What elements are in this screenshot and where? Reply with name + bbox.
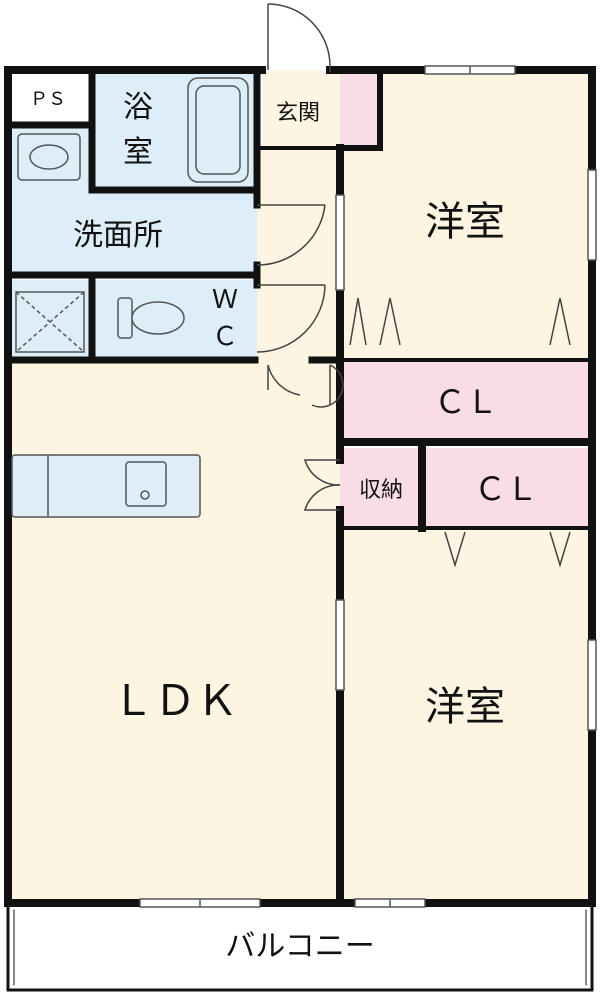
shoe-closet-fill bbox=[340, 70, 380, 148]
floor-fills bbox=[10, 70, 590, 987]
window-right-lower bbox=[587, 639, 597, 731]
sink-icon bbox=[125, 461, 167, 507]
closet-mid-fill bbox=[425, 448, 590, 528]
closet-mid-label: ＣＬ bbox=[474, 470, 538, 508]
windows bbox=[139, 65, 597, 908]
doors bbox=[256, 3, 571, 568]
entrance-label: 玄関 bbox=[276, 101, 320, 126]
ldk-floor bbox=[10, 360, 340, 900]
washroom-label: 洗面所 bbox=[73, 218, 163, 253]
entrance-floor bbox=[262, 70, 340, 148]
walls bbox=[4, 66, 596, 992]
sliding-door-center-lower bbox=[335, 599, 345, 691]
bathroom-label-line1: 浴 bbox=[123, 90, 153, 125]
closet-top-fill bbox=[340, 360, 590, 440]
fixtures bbox=[11, 77, 249, 518]
sliding-door-center-upper bbox=[335, 194, 345, 291]
western-room-top-label: 洋室 bbox=[425, 199, 505, 245]
kitchen-counter-icon bbox=[11, 454, 201, 518]
closet-top-label: ＣＬ bbox=[434, 383, 498, 421]
western-room-bottom-floor bbox=[340, 530, 590, 900]
storage-fill bbox=[340, 448, 420, 528]
hallway-floor bbox=[255, 145, 340, 365]
ldk-label: ＬＤＫ bbox=[112, 676, 238, 725]
window-right-upper bbox=[587, 169, 597, 261]
western-room-bottom-label: 洋室 bbox=[425, 684, 505, 730]
bathroom-label-line2: 室 bbox=[123, 135, 153, 170]
storage-label: 収納 bbox=[359, 478, 403, 503]
toilet-icon bbox=[117, 297, 133, 339]
balcony-label: バルコニー bbox=[225, 929, 374, 964]
wc-label-line2: Ｃ bbox=[212, 322, 238, 352]
ps-label: ＰＳ bbox=[30, 89, 66, 110]
wc-label-line1: Ｗ bbox=[212, 285, 238, 315]
balcony-floor bbox=[10, 905, 590, 987]
room-labels: ＰＳ 浴 室 玄関 洋室 洗面所 Ｗ Ｃ ＣＬ 収納 ＣＬ ＬＤＫ 洋室 バルコ… bbox=[30, 89, 538, 964]
